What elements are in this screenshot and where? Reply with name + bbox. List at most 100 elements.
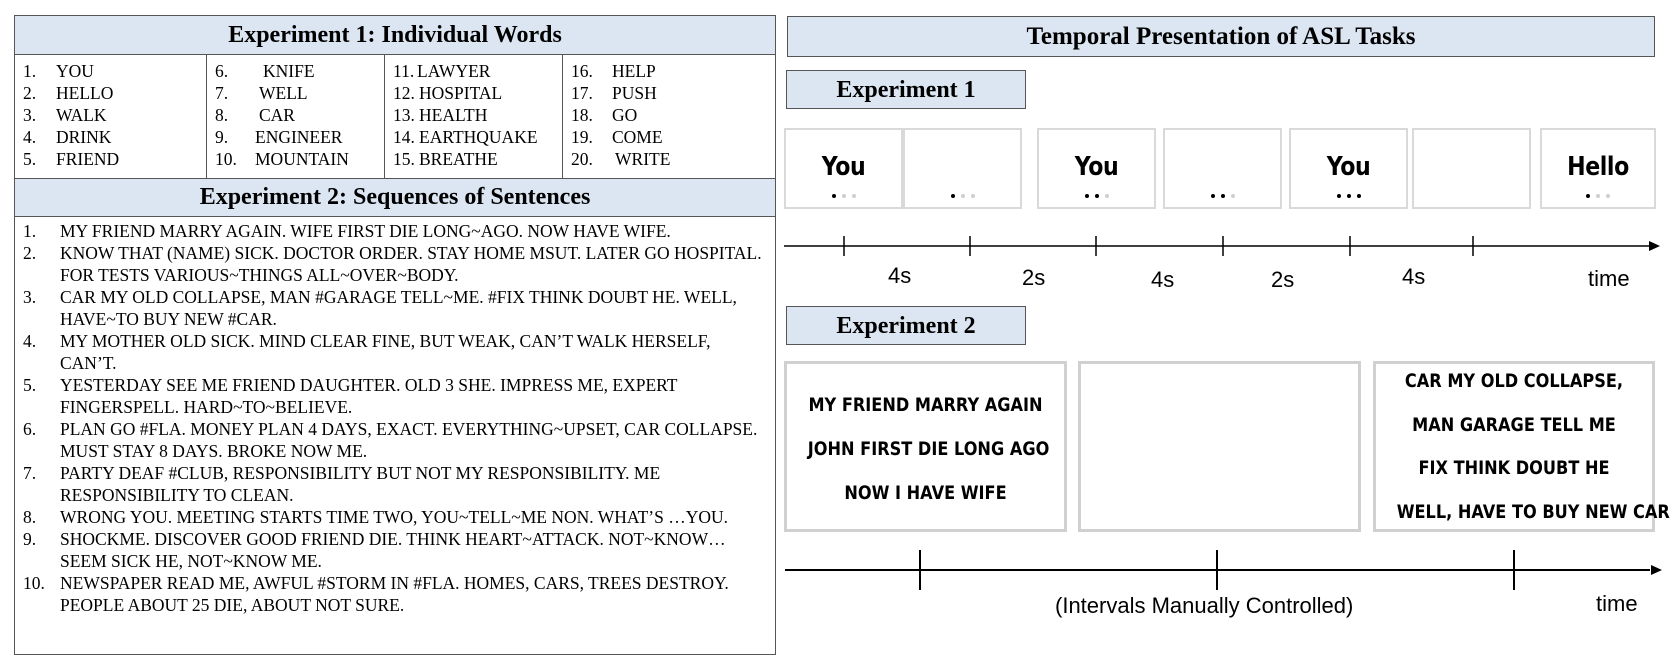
word-item: 14.EARTHQUAKE xyxy=(385,126,562,148)
sentence-list: 1.MY FRIEND MARRY AGAIN. WIFE FIRST DIE … xyxy=(15,217,775,654)
progress-dot xyxy=(1336,194,1341,198)
word-number: 17. xyxy=(571,83,593,103)
word-number: 16. xyxy=(571,61,593,81)
word-text: HELP xyxy=(612,61,656,81)
word-number: 1. xyxy=(23,61,37,81)
sentence-item: 2.KNOW THAT (NAME) SICK. DOCTOR ORDER. S… xyxy=(15,242,775,286)
word-item: 11.LAWYER xyxy=(385,60,562,82)
word-text: EARTHQUAKE xyxy=(419,127,538,147)
sentence-text: WRONG YOU. MEETING STARTS TIME TWO, YOU~… xyxy=(60,507,728,527)
sentence-item: 1.MY FRIEND MARRY AGAIN. WIFE FIRST DIE … xyxy=(15,220,775,242)
exp2-sentences-title: Experiment 2: Sequences of Sentences xyxy=(15,179,775,217)
exp1-frame: You xyxy=(784,128,903,209)
exp1-frame: You xyxy=(1289,128,1408,209)
sentence-number: 5. xyxy=(23,375,37,395)
word-text: HOSPITAL xyxy=(419,83,503,103)
interval-duration-label: 2s xyxy=(1271,267,1295,292)
sentence-number: 10. xyxy=(23,573,45,593)
word-item: 5.FRIEND xyxy=(15,148,206,170)
sentence-line: MY FRIEND MARRY AGAIN xyxy=(808,394,1043,416)
sentence-text: PLAN GO #FLA. MONEY PLAN 4 DAYS, EXACT. … xyxy=(60,419,758,461)
progress-dots xyxy=(1165,194,1280,198)
word-item: 18. GO xyxy=(563,104,775,126)
word-number: 5. xyxy=(23,149,37,169)
progress-dots xyxy=(1542,194,1654,198)
word-text: KNIFE xyxy=(263,61,315,81)
word-item: 2.HELLO xyxy=(15,82,206,104)
word-text: MOUNTAIN xyxy=(255,149,349,169)
word-text: COME xyxy=(612,127,663,147)
progress-dot xyxy=(841,194,846,198)
progress-dot xyxy=(1104,194,1109,198)
exp2-frame xyxy=(1078,361,1361,532)
sentence-line: NOW I HAVE WIFE xyxy=(844,482,1007,504)
sentence-item: 4. MY MOTHER OLD SICK. MIND CLEAR FINE, B… xyxy=(15,330,775,374)
word-item: 9. ENGINEER xyxy=(207,126,384,148)
sentence-number: 4. xyxy=(23,331,37,351)
frame-sign-word: You xyxy=(1326,152,1371,182)
word-number: 13. xyxy=(393,105,415,125)
sentence-text: CAR MY OLD COLLAPSE, MAN #GARAGE TELL~ME… xyxy=(60,287,737,329)
exp1-axis-arrow xyxy=(1649,241,1660,251)
word-number: 10. xyxy=(215,149,237,169)
word-text: WALK xyxy=(56,105,107,125)
word-text: CAR xyxy=(259,105,295,125)
frame-sign-word: You xyxy=(821,152,866,182)
word-text: PUSH xyxy=(612,83,657,103)
word-number: 18. xyxy=(571,105,593,125)
progress-dot xyxy=(1356,194,1361,198)
sentence-text: PARTY DEAF #CLUB, RESPONSIBILITY BUT NOT… xyxy=(60,463,661,505)
exp1-label: Experiment 1 xyxy=(786,70,1026,109)
sentence-number: 7. xyxy=(23,463,37,483)
sentence-item: 8. WRONG YOU. MEETING STARTS TIME TWO, YO… xyxy=(15,506,775,528)
time-axis-label: time xyxy=(1588,266,1630,291)
manual-interval-label: (Intervals Manually Controlled) xyxy=(1055,593,1354,618)
exp2-timeline xyxy=(785,550,1662,590)
progress-dot xyxy=(960,194,965,198)
word-item: 7.WELL xyxy=(207,82,384,104)
exp2-label: Experiment 2 xyxy=(786,306,1026,345)
word-item: 17. PUSH xyxy=(563,82,775,104)
word-number: 14. xyxy=(393,127,415,147)
exp1-frame: Hello xyxy=(1540,128,1656,209)
sentence-item: 10. NEWSPAPER READ ME, AWFUL #STORM IN #F… xyxy=(15,572,775,616)
sentence-text: YESTERDAY SEE ME FRIEND DAUGHTER. OLD 3 … xyxy=(60,375,678,417)
word-text: GO xyxy=(612,105,638,125)
word-number: 19. xyxy=(571,127,593,147)
word-item: 1. YOU xyxy=(15,60,206,82)
word-number: 7. xyxy=(215,83,229,103)
progress-dot xyxy=(1220,194,1225,198)
sentence-text: SHOCKME. DISCOVER GOOD FRIEND DIE. THINK… xyxy=(60,529,726,571)
sentence-text: MY MOTHER OLD SICK. MIND CLEAR FINE, BUT… xyxy=(60,331,711,373)
word-text: ENGINEER xyxy=(255,127,343,147)
word-number: 20. xyxy=(571,149,593,169)
sentence-number: 8. xyxy=(23,507,37,527)
sentence-line: FIX THINK DOUBT HE xyxy=(1418,457,1610,479)
sentence-line: WELL, HAVE TO BUY NEW CAR xyxy=(1396,500,1670,523)
sentence-text: KNOW THAT (NAME) SICK. DOCTOR ORDER. STA… xyxy=(60,243,762,285)
word-text: YOU xyxy=(56,61,94,81)
word-number: 11. xyxy=(393,61,415,81)
progress-dot xyxy=(1230,194,1235,198)
word-number: 4. xyxy=(23,127,37,147)
sentence-item: 3.CAR MY OLD COLLAPSE, MAN #GARAGE TELL~… xyxy=(15,286,775,330)
word-item: 13.HEALTH xyxy=(385,104,562,126)
sentence-text: MY FRIEND MARRY AGAIN. WIFE FIRST DIE LO… xyxy=(60,221,671,241)
frame-sign-word: Hello xyxy=(1567,152,1629,182)
sentence-item: 5. YESTERDAY SEE ME FRIEND DAUGHTER. OLD … xyxy=(15,374,775,418)
exp1-frame: You xyxy=(1037,128,1156,209)
word-text: HEALTH xyxy=(419,105,488,125)
progress-dot xyxy=(970,194,975,198)
sentence-item: 7. PARTY DEAF #CLUB, RESPONSIBILITY BUT N… xyxy=(15,462,775,506)
progress-dot xyxy=(950,194,955,198)
progress-dot xyxy=(1586,194,1590,198)
word-item: 10. MOUNTAIN xyxy=(207,148,384,170)
word-text: LAWYER xyxy=(417,61,491,81)
word-number: 9. xyxy=(215,127,229,147)
sentence-text: NEWSPAPER READ ME, AWFUL #STORM IN #FLA.… xyxy=(60,573,729,615)
word-number: 8. xyxy=(215,105,229,125)
